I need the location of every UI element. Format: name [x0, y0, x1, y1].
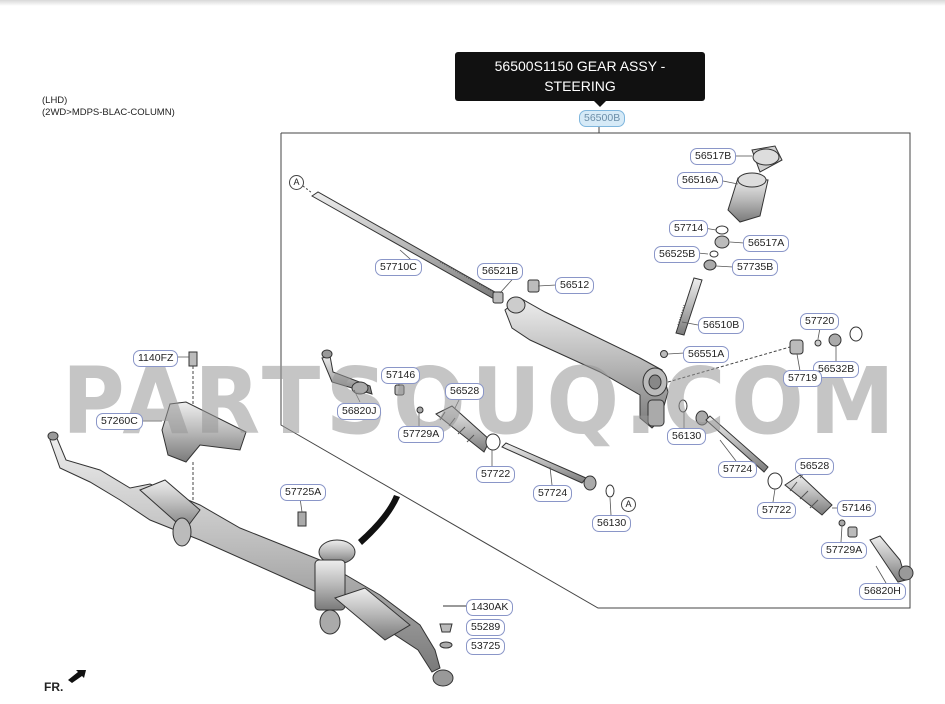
callout-56532B[interactable]: 56532B: [813, 361, 860, 378]
callout-56521B[interactable]: 56521B: [477, 263, 524, 280]
callout-57724-right[interactable]: 57724: [718, 461, 758, 478]
callout-57729A-left[interactable]: 57729A: [398, 426, 445, 443]
callout-56130-top[interactable]: 56130: [667, 428, 707, 445]
callout-53725[interactable]: 53725: [466, 638, 506, 655]
callout-57725A[interactable]: 57725A: [280, 484, 327, 501]
part-tooltip: 56500S1150 GEAR ASSY - STEERING: [455, 52, 705, 101]
callout-56130-bottom[interactable]: 56130: [592, 515, 632, 532]
gear-housing-part: [504, 296, 669, 429]
ref-circle-a-top: A: [289, 175, 304, 190]
callout-57719[interactable]: 57719: [783, 370, 823, 387]
callout-56528-left[interactable]: 56528: [445, 383, 485, 400]
inner-tie-rod-right-part: [695, 410, 769, 473]
front-label: FR.: [44, 680, 63, 694]
pinion-stack-part: [675, 145, 783, 336]
tooltip-arrow: [594, 101, 606, 107]
detail-arrow: [358, 495, 400, 545]
callout-57146-right[interactable]: 57146: [837, 500, 877, 517]
callout-1140FZ[interactable]: 1140FZ: [133, 350, 179, 367]
callout-56820H[interactable]: 56820H: [859, 583, 906, 600]
boot-left-part: [435, 405, 501, 453]
callout-56512[interactable]: 56512: [555, 277, 595, 294]
heat-shield-part: [161, 401, 247, 463]
callout-57720[interactable]: 57720: [800, 313, 840, 330]
small-parts: [492, 279, 863, 413]
callout-56517B[interactable]: 56517B: [690, 148, 737, 165]
callout-57146-left[interactable]: 57146: [381, 367, 421, 384]
callout-57714[interactable]: 57714: [669, 220, 709, 237]
front-label-text: FR.: [44, 680, 64, 694]
callout-56551A[interactable]: 56551A: [683, 346, 730, 363]
callout-56517A[interactable]: 56517A: [743, 235, 790, 252]
tie-rod-end-left-part: [321, 349, 424, 414]
note-config: (2WD>MDPS-BLAC-COLUMN): [42, 107, 175, 118]
callout-56516A[interactable]: 56516A: [677, 172, 724, 189]
top-bar: [0, 0, 945, 6]
callout-56510B[interactable]: 56510B: [698, 317, 745, 334]
boot-right-part: [767, 472, 833, 516]
callout-56525B[interactable]: 56525B: [654, 246, 701, 263]
callout-57722-left[interactable]: 57722: [476, 466, 516, 483]
rack-bar-part: [311, 191, 503, 301]
callout-57729A-right[interactable]: 57729A: [821, 542, 868, 559]
note-lhd: (LHD): [42, 95, 68, 106]
inner-tie-rod-left-part: [501, 442, 615, 498]
ref-circle-a-bottom: A: [621, 497, 636, 512]
callout-57722-right[interactable]: 57722: [757, 502, 797, 519]
callout-1430AK[interactable]: 1430AK: [466, 599, 514, 616]
callout-56528-right[interactable]: 56528: [795, 458, 835, 475]
hardware-parts: [439, 605, 468, 649]
callout-56500B[interactable]: 56500B: [579, 110, 626, 127]
callout-57735B[interactable]: 57735B: [732, 259, 779, 276]
assembled-gear-part: [47, 431, 454, 687]
callout-57260C[interactable]: 57260C: [96, 413, 143, 430]
callout-55289[interactable]: 55289: [466, 619, 506, 636]
callout-56820J[interactable]: 56820J: [337, 403, 382, 420]
callout-57710C[interactable]: 57710C: [375, 259, 422, 276]
front-arrow-icon: [68, 670, 86, 683]
callout-57724-left[interactable]: 57724: [533, 485, 573, 502]
exploded-view-frame: [280, 132, 911, 609]
tie-rod-end-right-part: [838, 519, 914, 583]
